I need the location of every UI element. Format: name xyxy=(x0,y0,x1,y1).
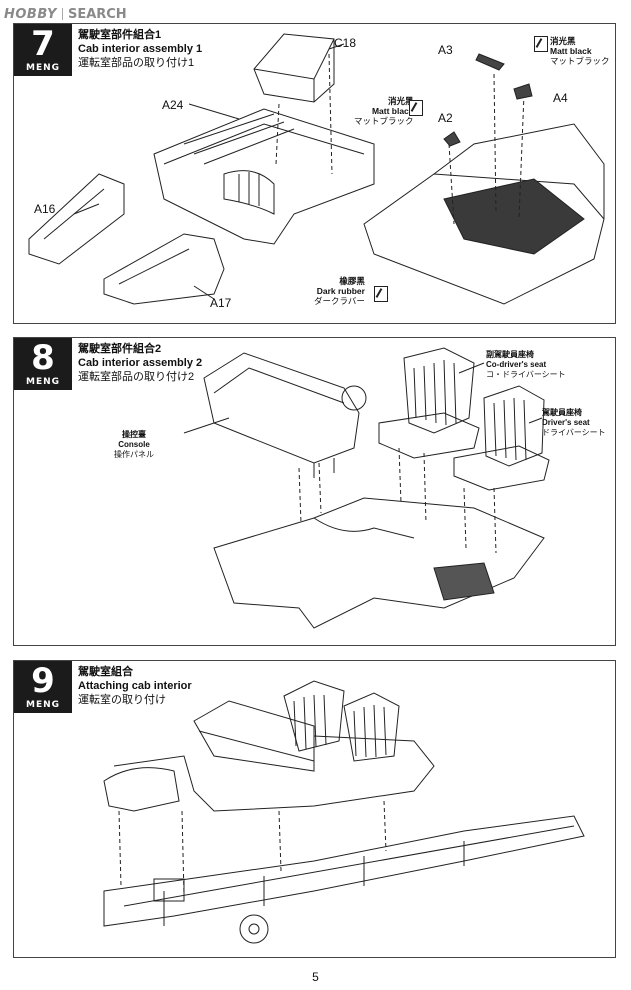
step-7-title-en: Cab interior assembly 1 xyxy=(78,43,203,55)
step-9-badge: 9 MENG xyxy=(14,661,72,713)
part-label-c18: C18 xyxy=(334,36,357,50)
step-9-title-zh: 駕駛室組合 xyxy=(78,666,133,678)
paint-brush-icon xyxy=(534,36,548,52)
page-number: 5 xyxy=(312,970,319,984)
driver-seat-callout: 駕駛員座椅 Driver's seat ドライバーシート xyxy=(542,408,606,438)
paint-2-en: Matt black xyxy=(371,106,414,116)
step-8-number: 8 xyxy=(31,338,55,378)
step-7-title-zh: 駕駛室部件組合1 xyxy=(78,29,162,41)
paint-callout-dark-rubber: 橡膠黑 Dark rubber ダークラバー xyxy=(314,276,365,306)
step-7-diagram xyxy=(28,33,605,305)
step-8-titles: 駕駛室部件組合2 Cab interior assembly 2 運転室部品の取… xyxy=(78,342,202,384)
co-driver-seat-en: Co-driver's seat xyxy=(486,360,547,369)
driver-seat-en: Driver's seat xyxy=(542,418,590,427)
paint-callout-matt-black-1: 消光黑 Matt black マットブラック xyxy=(550,36,610,66)
step-7-number: 7 xyxy=(31,24,55,64)
console-zh: 操控臺 xyxy=(122,430,146,439)
part-label-a2: A2 xyxy=(438,111,453,125)
step-7-title-ja: 運転室部品の取り付け1 xyxy=(78,57,195,69)
step-9-panel: 9 MENG 駕駛室組合 Attaching cab interior 運転室の… xyxy=(13,660,616,958)
meng-logo: MENG xyxy=(25,63,61,73)
step-9-title-en: Attaching cab interior xyxy=(78,680,192,692)
console-callout: 操控臺 Console 操作パネル xyxy=(114,430,154,460)
paint-2-zh: 消光黑 xyxy=(388,96,414,106)
step-9-title-ja: 運転室の取り付け xyxy=(78,694,166,706)
paint-1-zh: 消光黑 xyxy=(550,36,576,46)
part-label-a24: A24 xyxy=(162,98,184,112)
paint-2-ja: マットブラック xyxy=(354,116,414,126)
step-8-panel: 8 MENG 駕駛室部件組合2 Cab interior assembly 2 … xyxy=(13,337,616,646)
console-ja: 操作パネル xyxy=(114,450,154,459)
step-8-badge: 8 MENG xyxy=(14,338,72,390)
watermark-text: SEARCH xyxy=(67,6,127,22)
paint-brush-icon xyxy=(374,286,388,302)
driver-seat-zh: 駕駛員座椅 xyxy=(542,408,582,417)
paint-callout-matt-black-2: 消光黑 Matt black マットブラック xyxy=(354,96,414,126)
watermark-logo: HOBBY xyxy=(4,6,57,22)
co-driver-seat-ja: コ・ドライバーシート xyxy=(486,370,566,379)
part-label-a16: A16 xyxy=(34,202,56,216)
step-7-panel: 7 MENG 駕駛室部件組合1 Cab interior assembly 1 … xyxy=(13,23,616,324)
meng-logo: MENG xyxy=(25,700,61,710)
step-9-diagram xyxy=(103,680,585,944)
step-8-diagram xyxy=(183,347,550,629)
step-8-title-ja: 運転室部品の取り付け2 xyxy=(78,371,195,383)
paint-3-ja: ダークラバー xyxy=(314,296,365,306)
step-9-titles: 駕駛室組合 Attaching cab interior 運転室の取り付け xyxy=(78,665,192,707)
driver-seat-ja: ドライバーシート xyxy=(542,428,606,437)
part-label-a4: A4 xyxy=(553,91,568,105)
step-8-title-zh: 駕駛室部件組合2 xyxy=(78,343,162,355)
console-en: Console xyxy=(118,440,150,449)
co-driver-seat-zh: 副駕駛員座椅 xyxy=(486,350,534,359)
watermark: HOBBY SEARCH xyxy=(4,4,127,24)
paint-3-zh: 橡膠黑 xyxy=(339,276,365,286)
meng-logo: MENG xyxy=(25,377,61,387)
part-label-a3: A3 xyxy=(438,43,453,57)
paint-brush-icon xyxy=(409,100,423,116)
paint-3-en: Dark rubber xyxy=(316,286,365,296)
step-8-title-en: Cab interior assembly 2 xyxy=(78,357,203,369)
co-driver-seat-callout: 副駕駛員座椅 Co-driver's seat コ・ドライバーシート xyxy=(486,350,566,380)
paint-1-en: Matt black xyxy=(550,46,592,56)
part-label-a17: A17 xyxy=(210,296,232,310)
step-7-badge: 7 MENG xyxy=(14,24,72,76)
watermark-divider xyxy=(61,8,63,20)
step-7-titles: 駕駛室部件組合1 Cab interior assembly 1 運転室部品の取… xyxy=(78,28,202,70)
paint-1-ja: マットブラック xyxy=(550,56,610,66)
step-9-number: 9 xyxy=(31,661,55,701)
